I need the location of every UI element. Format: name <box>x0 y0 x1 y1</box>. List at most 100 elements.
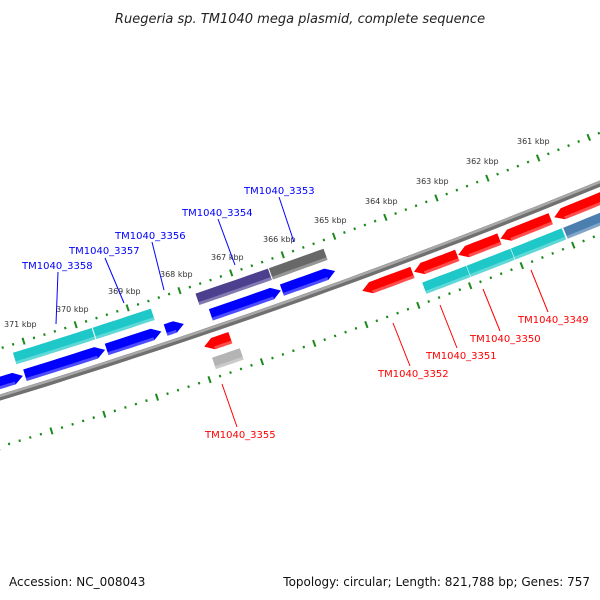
tick-label: 371 kbp <box>4 320 37 329</box>
major-tick <box>21 337 26 345</box>
label-pointer-line <box>104 257 125 304</box>
minor-tick <box>455 188 459 192</box>
minor-tick <box>197 381 201 385</box>
gene-feature-bevel <box>166 329 177 336</box>
gene-feature-bevel <box>510 221 553 241</box>
gene-label-tm1040-3349[interactable]: TM1040_3349 <box>517 315 589 326</box>
label-pointer-line <box>439 304 458 349</box>
minor-tick <box>406 307 410 311</box>
minor-tick <box>404 208 408 212</box>
gene-label-tm1040-3355[interactable]: TM1040_3355 <box>204 430 276 441</box>
minor-tick <box>63 326 67 330</box>
minor-tick <box>516 164 520 168</box>
minor-tick <box>43 333 46 337</box>
minor-tick <box>188 285 192 289</box>
feature-track <box>0 178 600 393</box>
minor-tick <box>546 152 550 156</box>
gene-feature[interactable] <box>458 233 502 258</box>
gene-feature[interactable] <box>163 321 184 336</box>
gene-feature[interactable] <box>0 372 23 393</box>
label-pointer-line <box>530 269 549 313</box>
gene-feature[interactable] <box>466 248 515 277</box>
gene-feature[interactable] <box>212 348 244 370</box>
gene-feature-bevel <box>15 336 96 365</box>
gene-feature[interactable] <box>279 268 336 296</box>
minor-tick <box>496 172 499 176</box>
gene-label-tm1040-3351[interactable]: TM1040_3351 <box>425 351 497 362</box>
minor-tick <box>113 409 117 413</box>
gene-label-tm1040-3352[interactable]: TM1040_3352 <box>377 369 449 380</box>
major-tick <box>485 174 490 182</box>
minor-tick <box>136 303 140 306</box>
gene-feature[interactable] <box>204 332 233 350</box>
backbone-axis <box>0 180 600 401</box>
minor-tick <box>445 192 449 196</box>
gene-feature-bevel <box>469 257 515 277</box>
forward-gene-labels <box>55 196 295 325</box>
gene-label-tm1040-3356[interactable]: TM1040_3356 <box>114 231 186 242</box>
minor-tick <box>458 288 462 292</box>
minor-tick <box>145 399 148 403</box>
minor-tick <box>323 338 327 342</box>
minor-tick <box>475 180 479 184</box>
gene-feature[interactable] <box>362 266 415 294</box>
minor-tick <box>354 326 358 330</box>
minor-tick <box>209 278 212 282</box>
gene-feature[interactable] <box>208 287 281 321</box>
backbone-highlight <box>0 180 600 398</box>
major-tick <box>154 393 160 401</box>
minor-tick <box>239 367 243 371</box>
gene-feature-bevel <box>566 222 600 239</box>
gene-feature[interactable] <box>554 178 600 220</box>
minor-tick <box>551 251 555 255</box>
gene-feature[interactable] <box>500 213 553 241</box>
gene-feature[interactable] <box>268 248 328 280</box>
minor-tick <box>147 299 150 303</box>
gene-feature[interactable] <box>92 308 155 340</box>
gene-label-tm1040-3358[interactable]: TM1040_3358 <box>21 261 93 272</box>
accession-text: Accession: NC_008043 <box>9 575 145 589</box>
minor-tick <box>218 374 222 378</box>
gene-feature[interactable] <box>12 328 96 365</box>
gene-feature[interactable] <box>195 268 272 305</box>
major-tick <box>229 269 234 277</box>
minor-tick <box>176 388 180 392</box>
minor-tick <box>32 336 36 340</box>
minor-tick <box>302 345 306 349</box>
tick-label: 362 kbp <box>466 157 499 166</box>
gene-label-tm1040-3353[interactable]: TM1040_3353 <box>243 186 315 197</box>
major-tick <box>331 232 337 240</box>
minor-tick <box>95 316 98 320</box>
gene-label-tm1040-3354[interactable]: TM1040_3354 <box>181 208 253 219</box>
major-tick <box>467 282 473 290</box>
minor-tick <box>567 144 570 148</box>
gene-label-tm1040-3350[interactable]: TM1040_3350 <box>469 334 541 345</box>
minor-tick <box>291 249 295 253</box>
minor-tick <box>187 385 190 389</box>
gene-feature[interactable] <box>23 347 106 381</box>
minor-tick <box>363 223 367 227</box>
gene-label-tm1040-3357[interactable]: TM1040_3357 <box>68 246 140 257</box>
topology-text: Topology: circular; Length: 821,788 bp; … <box>282 575 590 589</box>
minor-tick <box>1 346 4 350</box>
gene-feature-bevel <box>372 275 415 294</box>
minor-tick <box>105 313 109 317</box>
minor-tick <box>28 435 32 439</box>
label-pointer-line <box>217 218 236 266</box>
gene-feature[interactable] <box>422 265 471 294</box>
gene-feature[interactable] <box>104 328 162 356</box>
tick-label: 367 kbp <box>211 253 244 262</box>
minor-tick <box>39 432 43 436</box>
minor-tick <box>301 245 305 249</box>
gene-feature[interactable] <box>414 249 460 275</box>
minor-tick <box>53 329 57 333</box>
major-tick <box>519 262 525 270</box>
major-tick <box>125 304 130 312</box>
minor-tick <box>229 371 232 375</box>
minor-tick <box>541 256 544 260</box>
gene-feature[interactable] <box>510 228 567 260</box>
gene-feature-bevel <box>271 257 328 280</box>
gene-feature[interactable] <box>563 195 600 239</box>
